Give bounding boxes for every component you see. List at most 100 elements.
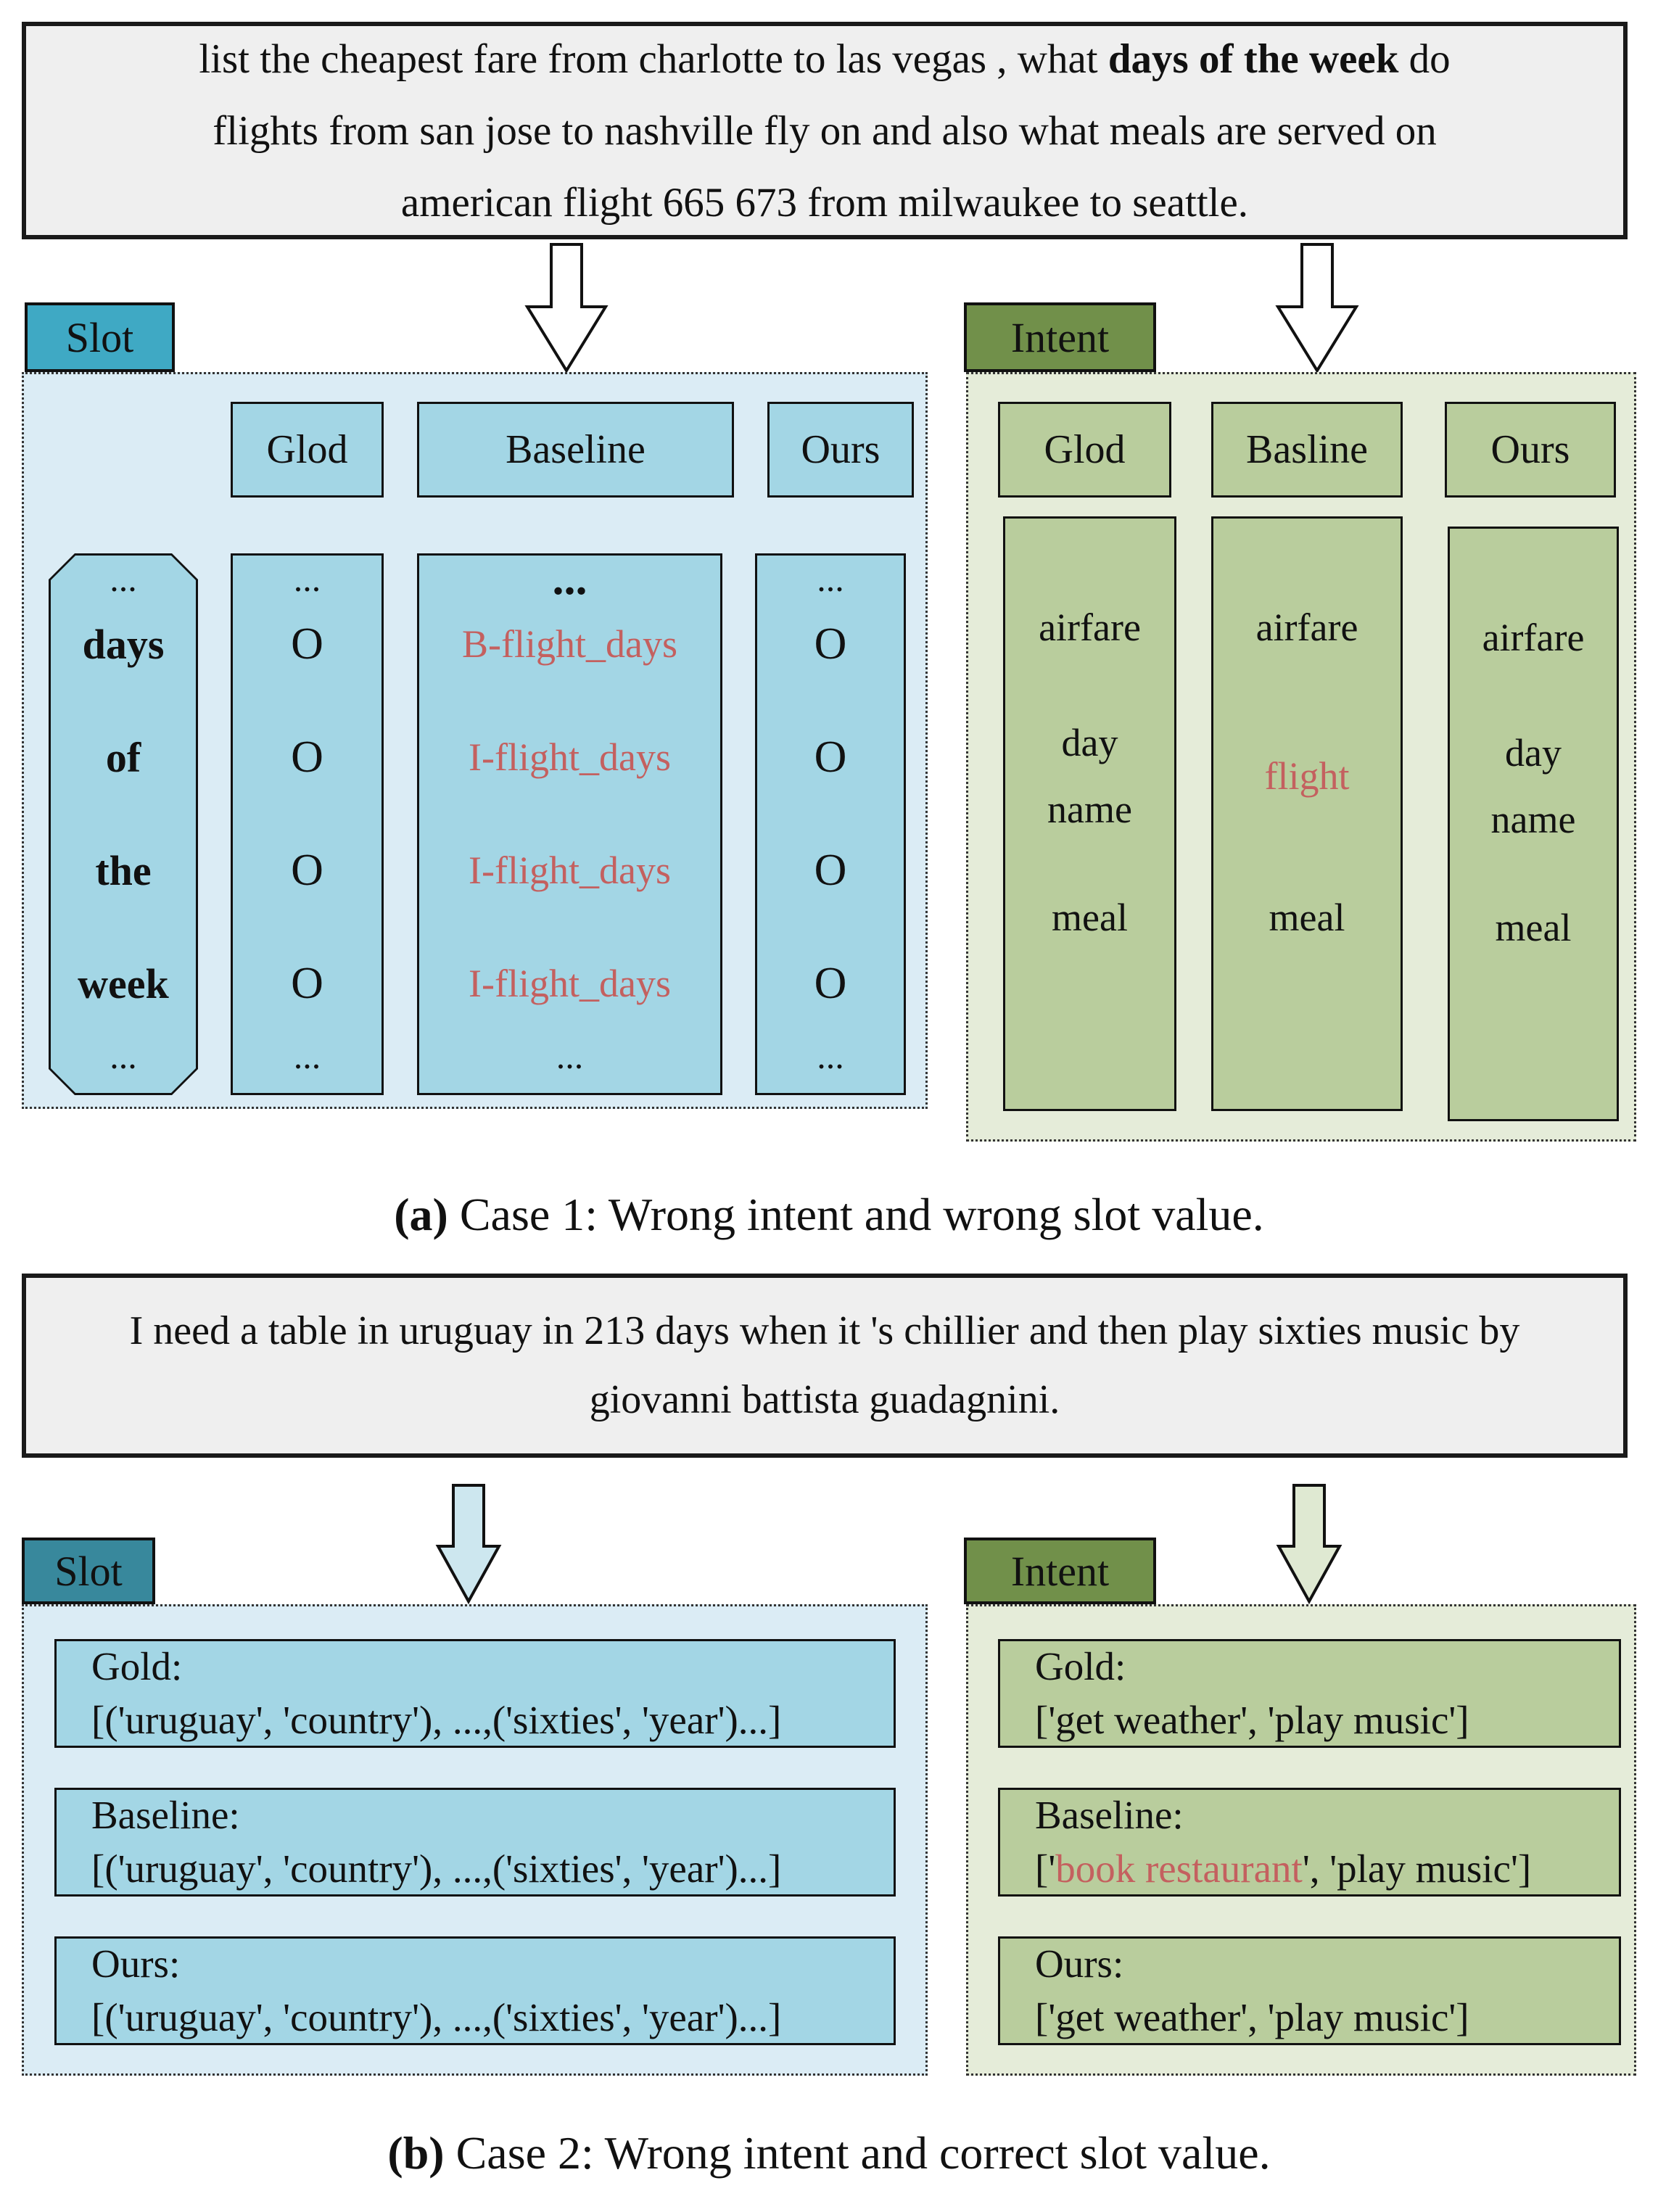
intent-a-basline-column: airfare flight meal bbox=[1211, 516, 1403, 1111]
caption-a: (a) Case 1: Wrong intent and wrong slot … bbox=[0, 1188, 1658, 1242]
intent-a-ours-column: airfare day name meal bbox=[1448, 527, 1619, 1121]
intent-b-ours-box: Ours: ['get weather', 'play music'] bbox=[998, 1936, 1621, 2045]
down-arrow-icon bbox=[1275, 243, 1359, 374]
slot-a-baseline-cell-error: B-flight_days bbox=[462, 622, 677, 666]
slot-a-glod-column: ... O O O O ... bbox=[231, 553, 384, 1095]
slot-a-baseline-cell: ... bbox=[552, 553, 587, 604]
slot-b-ours-value: [('uruguay', 'country'), ...,('sixties',… bbox=[91, 1995, 782, 2039]
slot-b-gold-label: Gold: bbox=[91, 1644, 183, 1688]
slot-a-baseline-cell-error: I-flight_days bbox=[469, 735, 671, 779]
slot-a-header-glod: Glod bbox=[231, 402, 384, 498]
utterance-a-line1-post: do bbox=[1398, 36, 1451, 82]
intent-b-baseline-value-error: book restaurant bbox=[1055, 1846, 1303, 1891]
slot-a-word-ellipsis-top: ... bbox=[110, 558, 137, 599]
slot-a-glod-cell: O bbox=[291, 958, 323, 1008]
intent-b-gold-label: Gold: bbox=[1035, 1644, 1126, 1688]
intent-b-baseline-value-post: ', 'play music'] bbox=[1302, 1846, 1532, 1891]
intent-panel-a: Glod Basline Ours airfare day name meal … bbox=[966, 372, 1636, 1142]
utterance-b-line2: giovanni battista guadagnini. bbox=[589, 1377, 1060, 1422]
slot-a-ours-column: ... O O O O ... bbox=[755, 553, 906, 1095]
slot-a-glod-cell: O bbox=[291, 732, 323, 782]
utterance-a-line2: flights from san jose to nashville fly o… bbox=[213, 107, 1437, 154]
slot-b-gold-value: [('uruguay', 'country'), ...,('sixties',… bbox=[91, 1698, 782, 1742]
intent-a-glod-value: day name bbox=[1047, 721, 1132, 831]
intent-a-header-ours-label: Ours bbox=[1490, 427, 1570, 472]
intent-a-basline-value: meal bbox=[1269, 896, 1345, 939]
slot-a-baseline-column: ... B-flight_days I-flight_days I-flight… bbox=[417, 553, 722, 1095]
slot-a-word-column: ... days of the week ... bbox=[49, 553, 198, 1095]
slot-tag-b-label: Slot bbox=[54, 1547, 123, 1595]
intent-a-glod-value: meal bbox=[1052, 896, 1128, 939]
slot-a-header-ours-label: Ours bbox=[801, 427, 880, 472]
caption-a-text: Case 1: Wrong intent and wrong slot valu… bbox=[448, 1189, 1264, 1240]
intent-a-header-ours: Ours bbox=[1445, 402, 1616, 498]
slot-a-word: the bbox=[95, 846, 152, 894]
utterance-a-line1: list the cheapest fare from charlotte to… bbox=[26, 23, 1623, 95]
caption-b-text: Case 2: Wrong intent and correct slot va… bbox=[444, 2127, 1271, 2179]
slot-tag-a: Slot bbox=[25, 302, 175, 372]
intent-a-basline-rows: airfare flight meal bbox=[1213, 519, 1401, 1109]
slot-a-baseline-cell-error: I-flight_days bbox=[469, 849, 671, 892]
slot-b-ours-label: Ours: bbox=[91, 1941, 181, 1986]
intent-b-baseline-label: Baseline: bbox=[1035, 1793, 1184, 1837]
utterance-a-line3: american flight 665 673 from milwaukee t… bbox=[400, 179, 1249, 226]
slot-a-word: of bbox=[105, 733, 141, 781]
slot-b-baseline-box: Baseline: [('uruguay', 'country'), ...,(… bbox=[54, 1788, 896, 1897]
intent-a-basline-value: airfare bbox=[1255, 606, 1358, 649]
slot-b-baseline-label: Baseline: bbox=[91, 1793, 240, 1837]
slot-a-baseline-cell: ... bbox=[556, 1036, 584, 1076]
caption-b-label: (b) bbox=[387, 2127, 445, 2179]
intent-tag-b-label: Intent bbox=[1010, 1547, 1110, 1595]
slot-a-word-rows: ... days of the week ... bbox=[51, 556, 196, 1093]
slot-a-ours-cell: O bbox=[814, 732, 847, 782]
slot-a-glod-cell: ... bbox=[293, 558, 321, 599]
intent-b-ours-value: ['get weather', 'play music'] bbox=[1035, 1995, 1469, 2039]
intent-a-ours-value: day name bbox=[1490, 731, 1576, 841]
slot-a-word: week bbox=[78, 960, 169, 1007]
down-arrow-icon bbox=[435, 1484, 502, 1604]
slot-tag-b: Slot bbox=[22, 1538, 155, 1604]
intent-a-header-basline-label: Basline bbox=[1246, 427, 1368, 472]
intent-a-ours-value: airfare bbox=[1482, 616, 1585, 659]
slot-a-word: days bbox=[82, 620, 165, 668]
slot-b-baseline-value: [('uruguay', 'country'), ...,('sixties',… bbox=[91, 1846, 782, 1891]
slot-a-baseline-rows: ... B-flight_days I-flight_days I-flight… bbox=[419, 553, 720, 1093]
intent-b-ours-label: Ours: bbox=[1035, 1941, 1124, 1986]
intent-a-glod-rows: airfare day name meal bbox=[1005, 519, 1174, 1109]
intent-a-basline-value-error: flight bbox=[1264, 754, 1350, 798]
slot-a-ours-cell: O bbox=[814, 958, 847, 1008]
down-arrow-icon bbox=[1276, 1484, 1343, 1604]
slot-a-ours-cell: ... bbox=[817, 1036, 844, 1076]
intent-a-glod-value: airfare bbox=[1039, 606, 1141, 649]
intent-tag-a: Intent bbox=[964, 302, 1156, 372]
slot-a-header-ours: Ours bbox=[767, 402, 914, 498]
slot-a-glod-rows: ... O O O O ... bbox=[233, 556, 381, 1093]
intent-panel-b: Gold: ['get weather', 'play music'] Base… bbox=[966, 1604, 1636, 2076]
intent-a-header-glod: Glod bbox=[998, 402, 1171, 498]
slot-panel-a: Glod Baseline Ours ... days of the week … bbox=[22, 372, 928, 1109]
down-arrow-icon bbox=[524, 243, 609, 374]
slot-tag-a-label: Slot bbox=[65, 313, 134, 361]
intent-a-ours-rows: airfare day name meal bbox=[1450, 529, 1617, 1119]
slot-a-word-column-fill: ... days of the week ... bbox=[51, 556, 196, 1093]
intent-b-baseline-value-pre: [' bbox=[1035, 1846, 1056, 1891]
intent-a-header-glod-label: Glod bbox=[1044, 427, 1126, 472]
intent-a-ours-value: meal bbox=[1495, 906, 1572, 949]
slot-a-baseline-cell-error: I-flight_days bbox=[469, 962, 671, 1005]
caption-a-label: (a) bbox=[394, 1189, 448, 1240]
utterance-a-line1-pre: list the cheapest fare from charlotte to… bbox=[199, 36, 1108, 82]
caption-b: (b) Case 2: Wrong intent and correct slo… bbox=[0, 2126, 1658, 2180]
slot-b-ours-box: Ours: [('uruguay', 'country'), ...,('six… bbox=[54, 1936, 896, 2045]
slot-a-header-baseline: Baseline bbox=[417, 402, 734, 498]
intent-b-gold-value: ['get weather', 'play music'] bbox=[1035, 1698, 1469, 1742]
slot-panel-b: Gold: [('uruguay', 'country'), ...,('six… bbox=[22, 1604, 928, 2076]
slot-a-glod-cell: ... bbox=[293, 1036, 321, 1076]
slot-a-ours-cell: O bbox=[814, 619, 847, 669]
intent-a-header-basline: Basline bbox=[1211, 402, 1403, 498]
slot-a-glod-cell: O bbox=[291, 619, 323, 669]
intent-b-baseline-box: Baseline: ['book restaurant', 'play musi… bbox=[998, 1788, 1621, 1897]
utterance-a-line1-bold: days of the week bbox=[1108, 36, 1399, 82]
intent-b-baseline-value: ['book restaurant', 'play music'] bbox=[1035, 1842, 1619, 1896]
intent-tag-b: Intent bbox=[964, 1538, 1156, 1604]
